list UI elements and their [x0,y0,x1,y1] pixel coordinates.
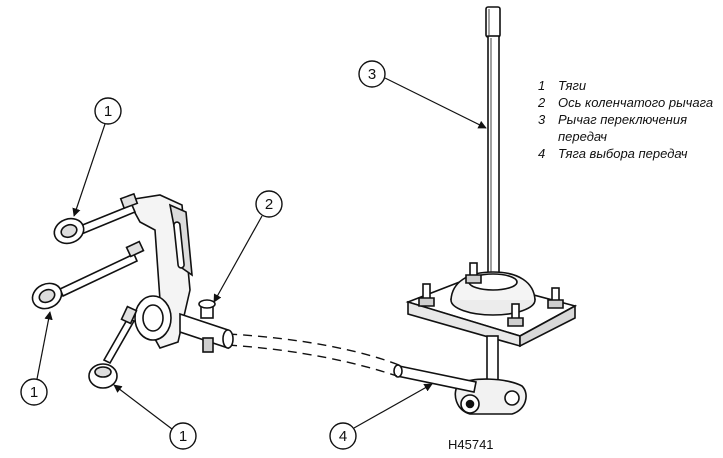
lever-base-plate [405,262,578,407]
legend-text: Ось коленчатого рычага [558,95,714,110]
svg-text:1: 1 [104,103,112,120]
callout-1-left: 1 [20,311,53,406]
legend-item-1: 1 Тяги [538,77,723,94]
legend-text: Тяги [558,78,587,93]
parts-legend: 1 Тяги 2 Ось коленчатого рычага 3 Рычаг … [538,77,723,162]
stud-left [418,283,435,307]
svg-text:4: 4 [339,428,347,445]
callout-3: 3 [358,60,487,129]
legend-text: Тяга выбора передач [558,146,688,161]
gear-lever [485,6,501,287]
figure-code: H45741 [448,437,494,452]
legend-number: 2 [538,95,546,110]
crank-lever-assembly [31,192,234,389]
crank-axis-bolt [198,299,216,353]
legend-item-2: 2 Ось коленчатого рычага [538,94,723,111]
stud-back [465,262,482,284]
callout-4: 4 [329,383,433,450]
legend-text: Рычаг переключения передач [558,112,688,144]
legend-number: 3 [538,112,546,127]
callout-2: 2 [213,190,283,303]
svg-text:1: 1 [30,384,38,401]
hidden-rod-path [227,333,400,377]
legend-number: 4 [538,146,546,161]
legend-item-3: 3 Рычаг переключения передач [538,111,723,145]
svg-text:2: 2 [265,196,273,213]
svg-text:1: 1 [179,428,187,445]
svg-text:3: 3 [368,66,376,83]
callout-1-top: 1 [72,97,122,217]
callout-1-bottom: 1 [113,384,197,450]
legend-item-4: 4 Тяга выбора передач [538,145,723,162]
legend-number: 1 [538,78,546,93]
selector-rod [393,364,527,415]
stud-right [547,287,564,309]
stud-front [507,303,524,327]
